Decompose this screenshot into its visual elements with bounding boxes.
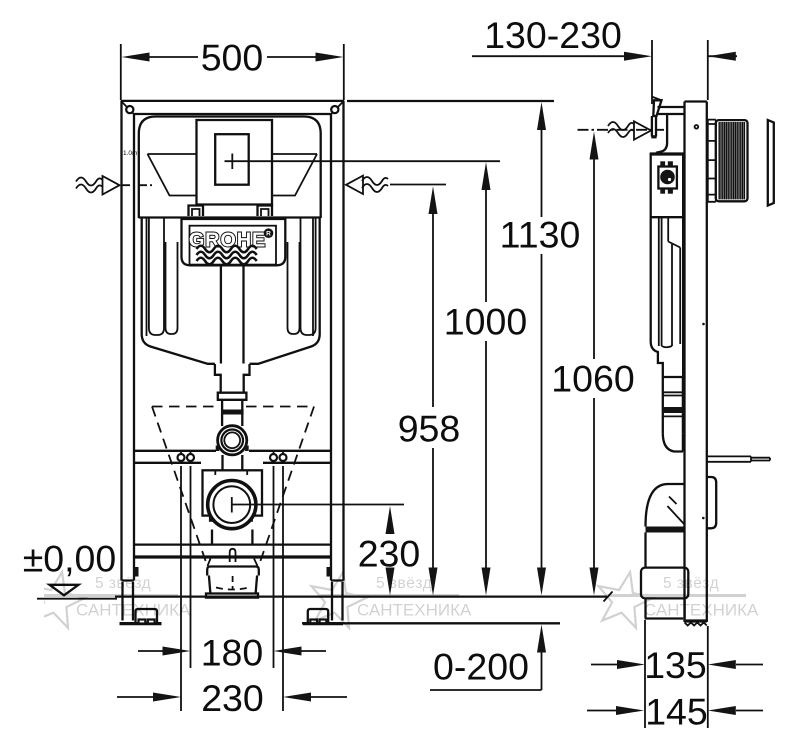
svg-text:1060: 1060 <box>551 358 634 400</box>
svg-text:145: 145 <box>645 691 708 733</box>
svg-text:500: 500 <box>201 37 264 79</box>
svg-text:230: 230 <box>201 677 264 719</box>
svg-text:GROHE: GROHE <box>189 230 266 252</box>
svg-text:130-230: 130-230 <box>484 14 622 56</box>
svg-text:±0,00: ±0,00 <box>23 538 117 580</box>
svg-text:958: 958 <box>398 408 461 450</box>
svg-text:1130: 1130 <box>500 214 581 256</box>
svg-text:1.0m: 1.0m <box>123 150 137 157</box>
svg-text:1000: 1000 <box>444 301 527 343</box>
svg-text:180: 180 <box>201 632 264 674</box>
svg-text:0-200: 0-200 <box>433 646 529 688</box>
svg-text:230: 230 <box>358 533 421 575</box>
svg-text:R: R <box>266 231 271 238</box>
svg-text:135: 135 <box>644 644 707 686</box>
